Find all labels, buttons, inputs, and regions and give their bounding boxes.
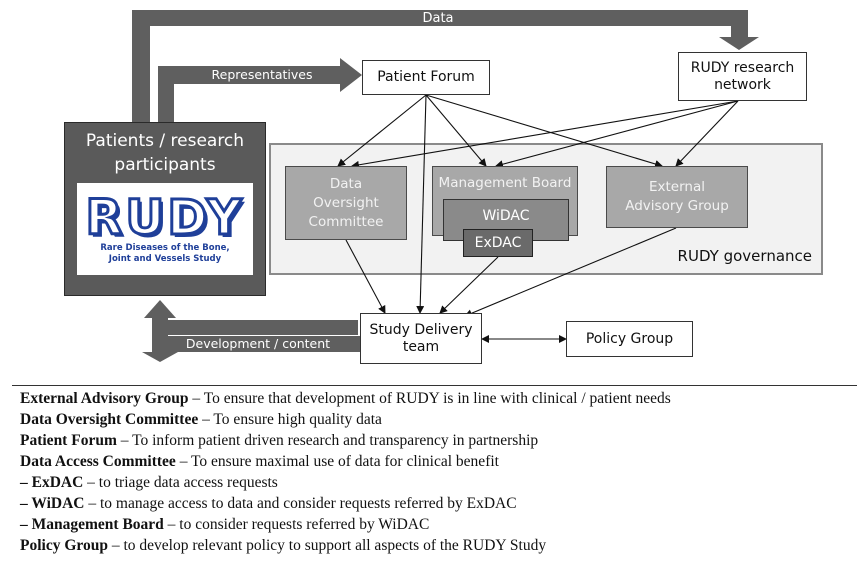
legend-item: – WiDAC – to manage access to data and c… — [20, 495, 517, 512]
development-flow-arrowhead — [144, 300, 176, 318]
data-oversight-box: Data Oversight Committee — [285, 166, 407, 240]
representatives-flow-label: Representatives — [212, 67, 313, 82]
legend-item: Patient Forum – To inform patient driven… — [20, 432, 539, 449]
study-delivery-label: Study Delivery team — [369, 321, 473, 355]
patient-forum-label: Patient Forum — [377, 69, 475, 85]
legend-item: Data Oversight Committee – To ensure hig… — [20, 411, 382, 428]
connectors — [337, 94, 739, 343]
data-flow-arrow — [132, 10, 759, 122]
connector-forum-management — [425, 94, 487, 167]
exdac-label: ExDAC — [474, 235, 522, 251]
patients-title: Patients / research participants — [85, 131, 245, 175]
connector-forum-oversight — [337, 94, 427, 167]
legend-item: – ExDAC – to triage data access requests — [20, 474, 278, 491]
rudy-network-box: RUDY research network — [678, 52, 807, 101]
legend-item: Policy Group – to develop relevant polic… — [20, 537, 547, 554]
connector-external-delivery — [464, 227, 677, 317]
rudy-logo: RUDY Rare Diseases of the Bone, Joint an… — [77, 183, 253, 275]
connector-network-oversight — [351, 100, 739, 169]
legend: External Advisory Group – To ensure that… — [12, 385, 857, 562]
representatives-flow-arrow — [158, 58, 362, 122]
development-flow-band — [152, 336, 360, 352]
data-oversight-label: Data Oversight Committee — [308, 175, 384, 230]
widac-label: WiDAC — [482, 208, 530, 224]
development-flow-arrow — [142, 320, 358, 362]
rudy-logo-tagline-1: Rare Diseases of the Bone, — [100, 243, 230, 253]
connector-network-external — [675, 100, 739, 167]
exdac-box: ExDAC — [463, 229, 533, 257]
governance-label: RUDY governance — [678, 247, 812, 265]
connector-forum-external — [425, 94, 663, 168]
connector-network-management — [495, 100, 739, 169]
patients-box: Patients / research participants RUDY Ra… — [64, 122, 266, 296]
legend-item: External Advisory Group – To ensure that… — [20, 390, 671, 407]
development-flow-label: Development / content — [186, 336, 330, 351]
data-flow-label: Data — [422, 11, 453, 26]
legend-item: Data Access Committee – To ensure maxima… — [20, 453, 499, 470]
rudy-network-label: RUDY research network — [690, 59, 795, 93]
rudy-logo-word: RUDY — [84, 190, 245, 246]
rudy-logo-tagline-2: Joint and Vessels Study — [108, 254, 222, 264]
external-advisory-box: External Advisory Group — [606, 166, 748, 228]
connector-exdac-delivery — [439, 256, 499, 314]
policy-group-box: Policy Group — [566, 321, 693, 357]
connector-oversight-delivery — [345, 239, 386, 314]
connector-forum-delivery — [416, 94, 427, 314]
policy-group-label: Policy Group — [585, 330, 674, 347]
external-advisory-label: External Advisory Group — [625, 179, 729, 214]
management-board-label: Management Board — [438, 175, 572, 191]
patient-forum-box: Patient Forum — [362, 60, 490, 95]
study-delivery-box: Study Delivery team — [360, 313, 482, 364]
legend-item: – Management Board – to consider request… — [20, 516, 430, 533]
